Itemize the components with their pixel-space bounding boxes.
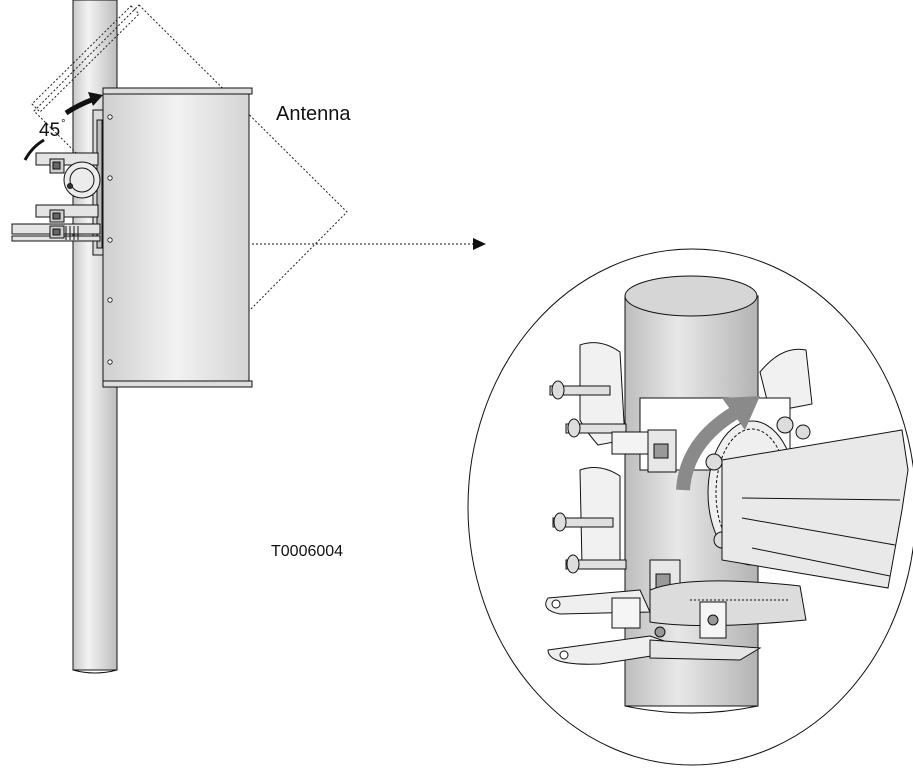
detail-view [468,249,913,765]
tilt-angle-unit: ° [61,118,65,130]
tilt-angle-value: 45 [39,120,60,141]
antenna-label: Antenna [276,103,351,126]
tilt-angle-label: 45° [39,118,66,142]
drawing-code-label: T0006004 [271,543,343,561]
detail-pointer-arrow-icon [252,238,486,250]
panel-antenna [103,88,252,387]
